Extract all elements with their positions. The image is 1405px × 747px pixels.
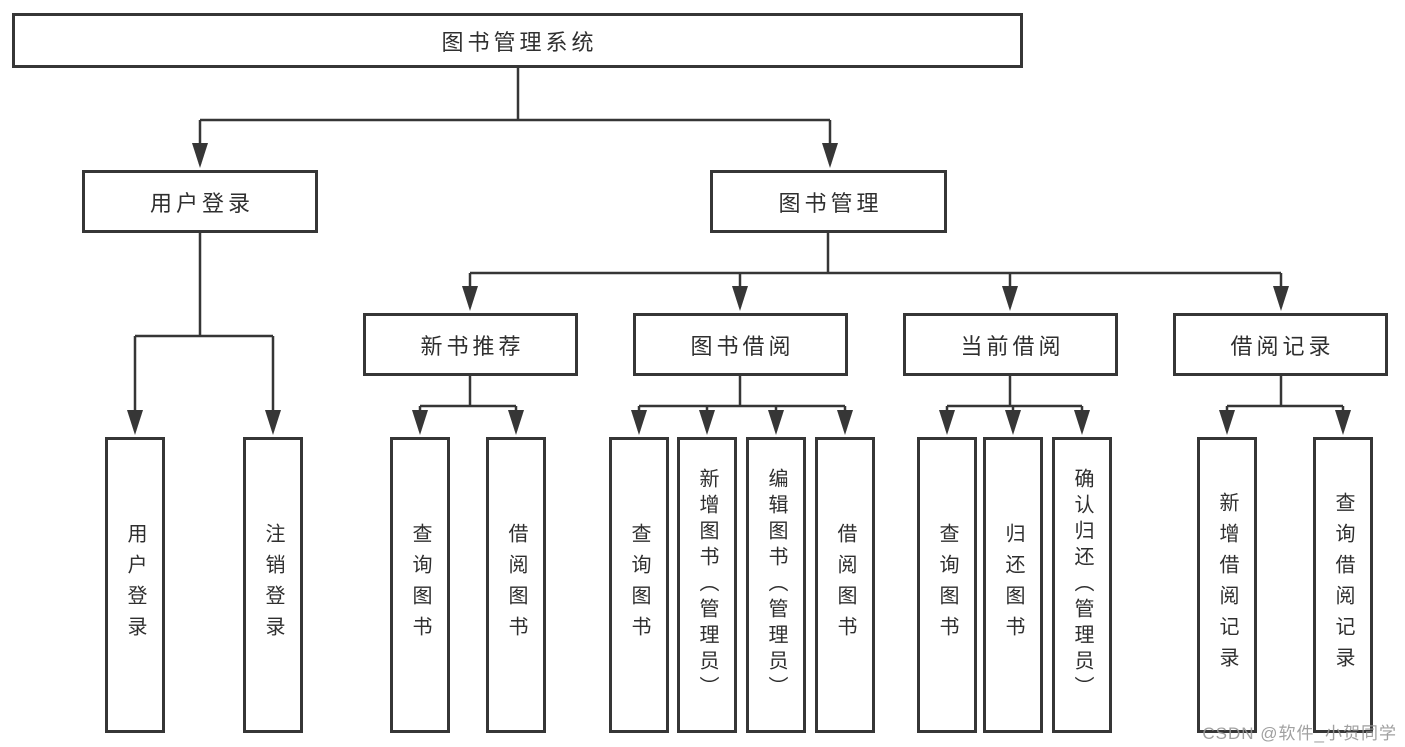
leaf-borrow-books: 借阅图书 xyxy=(815,437,875,733)
leaf-user-login-label: 用户登录 xyxy=(124,523,146,647)
leaf-query-borrow-record: 查询借阅记录 xyxy=(1313,437,1373,733)
leaf-logout: 注销登录 xyxy=(243,437,303,733)
leaf-borrow-books-recommend-label: 借阅图书 xyxy=(505,523,527,647)
node-book-borrowing: 图书借阅 xyxy=(633,313,848,376)
leaf-query-books-recommend: 查询图书 xyxy=(390,437,450,733)
leaf-return-books-label: 归还图书 xyxy=(1002,523,1024,647)
leaf-logout-label: 注销登录 xyxy=(262,523,284,647)
leaf-query-books-borrowing-label: 查询图书 xyxy=(628,523,650,647)
leaf-add-books-admin: 新增图书（管理员） xyxy=(677,437,737,733)
node-current-borrowing: 当前借阅 xyxy=(903,313,1118,376)
leaf-add-borrow-record-label: 新增借阅记录 xyxy=(1216,492,1238,678)
connector-user-login-children xyxy=(127,233,281,435)
node-root-label: 图书管理系统 xyxy=(441,29,598,55)
node-current-borrowing-label: 当前借阅 xyxy=(960,333,1065,359)
leaf-user-login: 用户登录 xyxy=(105,437,165,733)
node-user-login: 用户登录 xyxy=(82,170,318,233)
node-borrowing-records-label: 借阅记录 xyxy=(1230,333,1335,359)
connector-book-mgmt-to-level3 xyxy=(462,233,1289,311)
leaf-confirm-return-admin: 确认归还（管理员） xyxy=(1052,437,1112,733)
node-new-book-recommend: 新书推荐 xyxy=(363,313,578,376)
node-user-login-label: 用户登录 xyxy=(149,190,254,216)
connector-current-borrow-children xyxy=(939,376,1090,435)
leaf-borrow-books-label: 借阅图书 xyxy=(834,523,856,647)
leaf-confirm-return-admin-label: 确认归还（管理员） xyxy=(1071,468,1093,702)
connector-new-book-children xyxy=(412,376,524,435)
leaf-edit-books-admin: 编辑图书（管理员） xyxy=(746,437,806,733)
node-book-management-label: 图书管理 xyxy=(778,190,883,216)
node-new-book-recommend-label: 新书推荐 xyxy=(420,333,525,359)
leaf-query-books-borrowing: 查询图书 xyxy=(609,437,669,733)
leaf-query-books-recommend-label: 查询图书 xyxy=(409,523,431,647)
node-book-management: 图书管理 xyxy=(710,170,947,233)
leaf-query-borrow-record-label: 查询借阅记录 xyxy=(1332,492,1354,678)
leaf-query-books-current: 查询图书 xyxy=(917,437,977,733)
leaf-edit-books-admin-label: 编辑图书（管理员） xyxy=(765,468,787,702)
leaf-borrow-books-recommend: 借阅图书 xyxy=(486,437,546,733)
connector-root-to-level2 xyxy=(192,67,838,168)
leaf-return-books: 归还图书 xyxy=(983,437,1043,733)
leaf-add-borrow-record: 新增借阅记录 xyxy=(1197,437,1257,733)
leaf-add-books-admin-label: 新增图书（管理员） xyxy=(696,468,718,702)
connector-borrow-record-children xyxy=(1219,376,1351,435)
csdn-watermark: CSDN @软件_小贺同学 xyxy=(1202,724,1397,743)
node-book-borrowing-label: 图书借阅 xyxy=(690,333,795,359)
leaf-query-books-current-label: 查询图书 xyxy=(936,523,958,647)
node-borrowing-records: 借阅记录 xyxy=(1173,313,1388,376)
node-root-system: 图书管理系统 xyxy=(12,13,1023,68)
connector-book-borrow-children xyxy=(631,376,853,435)
